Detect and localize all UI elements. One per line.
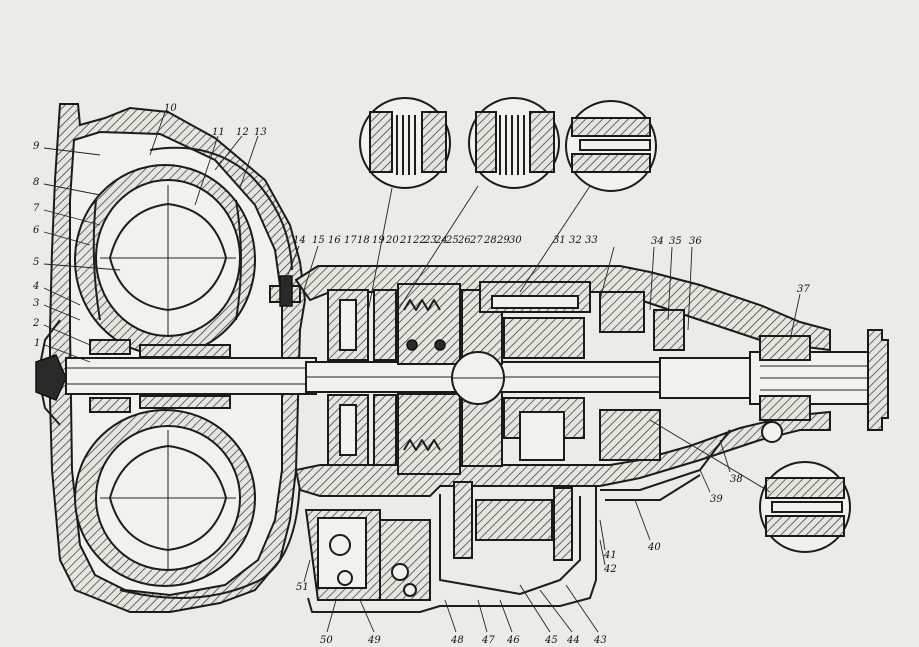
label-51: 51	[296, 582, 309, 593]
label-23: 23	[423, 235, 437, 246]
detail-inset-2	[468, 97, 560, 189]
label-28: 28	[483, 235, 497, 246]
label-45: 45	[544, 635, 558, 646]
label-34: 34	[651, 236, 664, 247]
label-22: 22	[412, 235, 426, 246]
callout-labels: 1 2 3 4 5 6 7 8 9 10 11 12 13 14 15 16 1…	[32, 103, 810, 646]
label-18: 18	[357, 235, 370, 246]
label-40: 40	[647, 542, 661, 553]
label-5: 5	[33, 257, 39, 268]
lower-torus	[74, 409, 256, 587]
label-13: 13	[254, 127, 267, 138]
oil-line-39	[600, 429, 731, 491]
label-43: 43	[593, 635, 607, 646]
planetary-set-1	[397, 283, 461, 475]
label-29: 29	[496, 235, 510, 246]
label-11: 11	[212, 127, 225, 138]
oil-line-40	[605, 474, 701, 501]
label-1: 1	[34, 338, 40, 349]
detail-inset-3	[565, 100, 657, 192]
label-10: 10	[164, 103, 177, 114]
label-7: 7	[33, 203, 40, 214]
oil-pipe-lower	[119, 469, 301, 599]
label-42: 42	[603, 564, 617, 575]
oil-pipe-upper	[149, 146, 293, 271]
label-47: 47	[481, 635, 495, 646]
label-14: 14	[293, 235, 306, 246]
upper-torus	[74, 164, 256, 356]
label-36: 36	[689, 236, 702, 247]
detail-inset-4	[759, 461, 851, 553]
label-48: 48	[450, 635, 464, 646]
label-30: 30	[509, 235, 522, 246]
label-17: 17	[344, 235, 357, 246]
label-12: 12	[236, 127, 249, 138]
label-24: 24	[434, 235, 448, 246]
inset-leader-lines	[367, 185, 771, 493]
label-49: 49	[367, 635, 381, 646]
label-37: 37	[797, 284, 810, 295]
planetary-set-3	[479, 281, 591, 461]
label-21: 21	[399, 235, 413, 246]
label-leader-lines	[43, 111, 801, 633]
label-20: 20	[385, 235, 399, 246]
rear-housing-parts	[599, 291, 811, 461]
label-25: 25	[445, 235, 459, 246]
label-9: 9	[33, 141, 40, 152]
label-15: 15	[312, 235, 325, 246]
label-38: 38	[730, 474, 743, 485]
detail-inset-1	[359, 97, 451, 189]
label-2: 2	[32, 318, 39, 329]
label-39: 39	[710, 494, 723, 505]
label-16: 16	[328, 235, 341, 246]
label-44: 44	[566, 635, 580, 646]
label-19: 19	[372, 235, 385, 246]
valve-body	[304, 509, 431, 601]
label-27: 27	[469, 235, 483, 246]
label-6: 6	[33, 225, 40, 236]
label-26: 26	[457, 235, 471, 246]
label-35: 35	[669, 236, 682, 247]
label-46: 46	[506, 635, 520, 646]
label-50: 50	[320, 635, 333, 646]
oil-pan	[307, 481, 597, 613]
clutch-pack-1	[327, 289, 369, 466]
label-32: 32	[569, 235, 582, 246]
label-8: 8	[33, 177, 39, 188]
label-41: 41	[603, 550, 617, 561]
label-3: 3	[33, 298, 39, 309]
clutch-pack-2	[373, 289, 397, 466]
label-33: 33	[585, 235, 598, 246]
label-31: 31	[553, 235, 566, 246]
label-4: 4	[32, 281, 39, 292]
